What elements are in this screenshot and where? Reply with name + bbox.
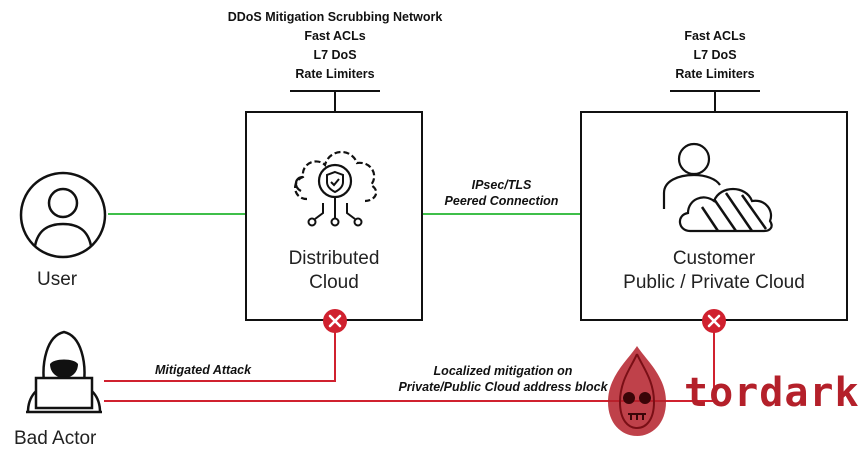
bad-actor-label: Bad Actor — [14, 428, 97, 449]
feature-fast-acls: Fast ACLs — [684, 29, 746, 43]
feature-l7-dos: L7 DoS — [313, 48, 357, 62]
feature-l7-dos: L7 DoS — [693, 48, 737, 62]
customer-bracket — [670, 90, 760, 111]
scrubbing-features: DDoS Mitigation Scrubbing Network Fast A… — [200, 8, 470, 84]
bad-actor-icon — [26, 330, 102, 414]
user-icon — [19, 171, 107, 259]
x-mark-icon — [323, 309, 347, 333]
distributed-cloud-box: Distributed Cloud — [245, 111, 423, 321]
watermark-text: tordark — [684, 370, 860, 416]
onion-skull-logo-icon — [608, 346, 666, 436]
customer-features: Fast ACLs L7 DoS Rate Limiters — [640, 27, 790, 84]
feature-rate-limiters: Rate Limiters — [295, 67, 375, 81]
scrubbing-bracket — [290, 90, 380, 111]
feature-fast-acls: Fast ACLs — [304, 29, 366, 43]
cloud-shield-icon — [294, 150, 378, 227]
localized-attack-path — [104, 321, 715, 402]
customer-cloud-label: Customer Public / Private Cloud — [623, 248, 805, 293]
x-mark-icon — [702, 309, 726, 333]
customer-cloud-icon — [662, 142, 773, 233]
connection-label: IPsec/TLS Peered Connection — [444, 178, 559, 208]
user-label: User — [37, 269, 78, 290]
mitigated-attack-path — [104, 321, 336, 382]
mitigated-attack-label: Mitigated Attack — [155, 363, 252, 377]
feature-rate-limiters: Rate Limiters — [675, 67, 755, 81]
distributed-cloud-label: Distributed Cloud — [288, 248, 380, 293]
localized-mitigation-label: Localized mitigation on Private/Public C… — [398, 364, 608, 394]
customer-cloud-box: Customer Public / Private Cloud — [580, 111, 848, 321]
feature-scrubbing-network: DDoS Mitigation Scrubbing Network — [227, 10, 443, 24]
